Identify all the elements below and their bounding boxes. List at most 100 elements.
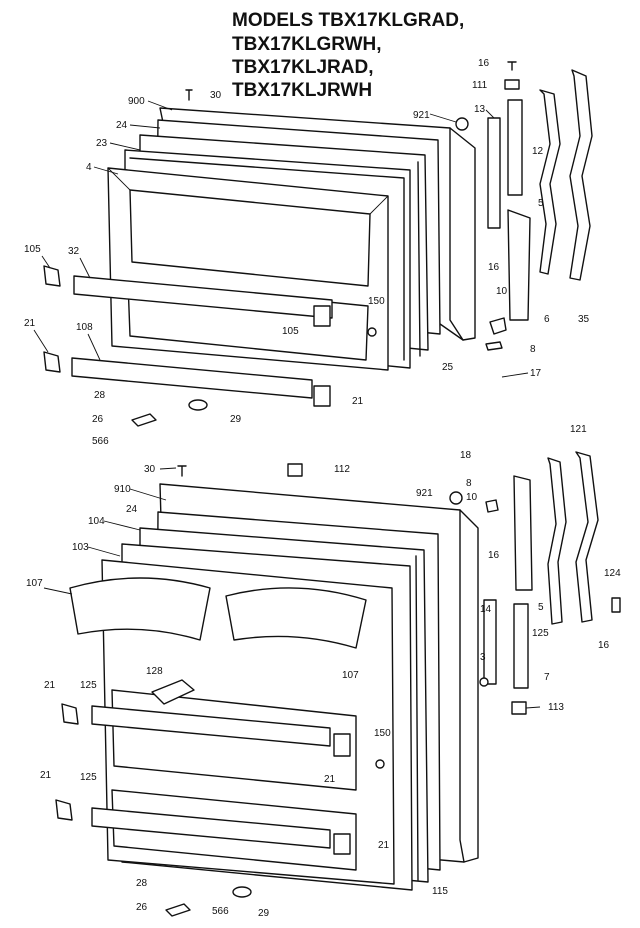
callout-b-16b: 16	[598, 640, 610, 651]
freezer-shelf-bar-108	[71, 357, 313, 399]
clip-124	[611, 597, 621, 613]
shelf-cap-105-left	[43, 265, 61, 287]
trim-125	[513, 603, 529, 689]
hinge-bracket-5	[507, 209, 531, 321]
callout-b-10: 10	[466, 492, 478, 503]
plug-3	[479, 677, 489, 687]
callout-b-3: 3	[480, 652, 486, 663]
callout-b-30: 30	[144, 464, 156, 475]
callout-108: 108	[76, 322, 93, 333]
callout-b-24: 24	[126, 504, 138, 515]
callout-b-113: 113	[548, 702, 564, 713]
callout-30: 30	[210, 90, 222, 101]
title-line-1: MODELS TBX17KLGRAD,	[232, 10, 464, 31]
trim-14	[483, 599, 497, 685]
callout-b-29: 29	[258, 908, 270, 919]
callout-b-5: 5	[538, 602, 544, 613]
callout-29: 29	[230, 414, 242, 425]
freezer-liner-inner	[107, 167, 389, 371]
callout-21: 21	[24, 318, 36, 329]
callout-4: 4	[86, 162, 92, 173]
clip-112	[287, 463, 303, 477]
callout-105: 105	[24, 244, 41, 255]
callout-6: 6	[544, 314, 550, 325]
callout-b-112: 112	[334, 464, 350, 475]
plug-29	[188, 399, 208, 411]
screw-150-lower	[375, 759, 385, 769]
callout-8: 8	[530, 344, 536, 355]
callout-b-921: 921	[416, 488, 433, 499]
screw-30-lower	[177, 465, 187, 477]
callout-150: 150	[368, 296, 385, 307]
fresh-shelf-bar-125-b	[91, 807, 331, 849]
callout-921: 921	[413, 110, 430, 121]
callout-105b: 105	[282, 326, 299, 337]
callout-b-104: 104	[88, 516, 105, 527]
freezer-door-assembly	[43, 61, 593, 427]
callout-23: 23	[96, 138, 108, 149]
callout-24: 24	[116, 120, 128, 131]
models-title: MODELS TBX17KLGRAD, TBX17KLGRWH, TBX17KL…	[232, 10, 464, 101]
callout-b-26: 26	[136, 902, 148, 913]
callout-b-8: 8	[466, 478, 472, 489]
callout-26: 26	[92, 414, 104, 425]
callout-b-16: 16	[488, 550, 500, 561]
stop-10	[489, 317, 507, 335]
callout-13: 13	[474, 104, 486, 115]
callout-b-125c: 125	[80, 772, 97, 783]
callout-b-21c: 21	[40, 770, 52, 781]
callout-5: 5	[538, 198, 544, 209]
bracket-8	[485, 341, 503, 351]
callout-b-115: 115	[432, 886, 448, 897]
callouts-top: 16 111 30 900 921 13 24 23 12 4 5 105 32…	[24, 58, 590, 447]
callout-566: 566	[92, 436, 109, 447]
screw-921	[455, 117, 469, 131]
handle-6	[539, 89, 561, 275]
callouts-bottom: 121 18 30 112 910 921 8 10 24 104 103 16…	[26, 424, 621, 919]
callout-b-18: 18	[460, 450, 472, 461]
handle-121	[575, 451, 599, 623]
stop-10-lower	[485, 499, 499, 513]
callout-b-125: 125	[532, 628, 549, 639]
shelf-cap-21-b	[333, 833, 351, 855]
callout-b-103: 103	[72, 542, 89, 553]
hinge-bar-12	[507, 99, 523, 196]
callout-b-21b: 21	[324, 774, 336, 785]
shelf-cap-21-right	[313, 385, 331, 407]
plug-29-lower	[232, 886, 252, 898]
callout-b-7: 7	[544, 672, 550, 683]
callout-b-107: 107	[26, 578, 43, 589]
callout-b-21d: 21	[378, 840, 390, 851]
callout-b-150: 150	[374, 728, 391, 739]
callout-b-128: 128	[146, 666, 163, 677]
callout-32: 32	[68, 246, 80, 257]
shelf-cap-21-left-a	[61, 703, 79, 725]
callout-28: 28	[94, 390, 106, 401]
callout-25: 25	[442, 362, 454, 373]
screw-16-top	[507, 61, 517, 71]
bracket-111	[504, 79, 520, 90]
callout-b-910: 910	[114, 484, 131, 495]
bracket-26-lower	[165, 903, 191, 917]
callout-35: 35	[578, 314, 590, 325]
freezer-shelf-bar-32	[73, 275, 333, 319]
callout-b-566: 566	[212, 906, 229, 917]
leader-lines	[33, 100, 541, 709]
fresh-shelf-bar-125-a	[91, 705, 331, 747]
handle-7	[547, 457, 567, 625]
handle-strip-13	[487, 117, 501, 229]
dairy-door-107-right	[225, 587, 367, 649]
screw-921-lower	[449, 491, 463, 505]
callout-b-121: 121	[570, 424, 587, 435]
shelf-cap-21-left-b	[55, 799, 73, 821]
dairy-door-107-left	[69, 577, 211, 641]
shelf-cap-21-left	[43, 351, 61, 373]
callout-17: 17	[530, 368, 542, 379]
clip-113	[511, 701, 527, 715]
hinge-bracket-5-lower	[513, 475, 533, 591]
callout-b-124: 124	[604, 568, 621, 579]
callout-b-125b: 125	[80, 680, 97, 691]
screw-150	[367, 327, 377, 337]
callout-16: 16	[478, 58, 490, 69]
callout-900: 900	[128, 96, 145, 107]
